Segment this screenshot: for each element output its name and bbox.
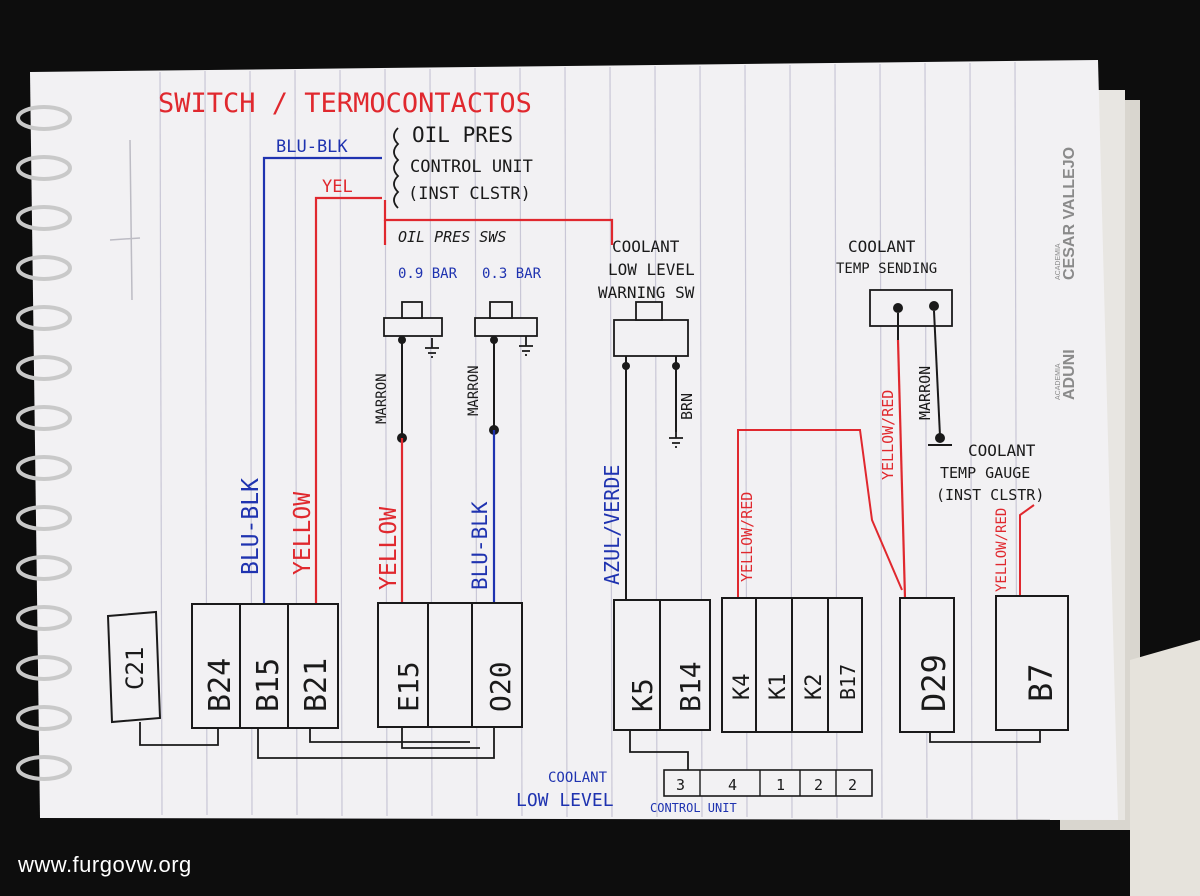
connector-b7: B7: [995, 595, 1069, 731]
spiral-ring: [16, 105, 72, 131]
connector-group-b: B24 B15 B21: [191, 603, 339, 729]
spiral-ring: [16, 205, 72, 231]
spiral-ring: [16, 455, 72, 481]
b17-label: B17: [836, 664, 860, 700]
pin-3: 3: [676, 776, 685, 794]
oil-cu-line-2: CONTROL UNIT: [410, 157, 533, 177]
connector-group-k: K5 B14: [613, 599, 711, 731]
spiral-ring: [16, 405, 72, 431]
yellow-red-label-2: YELLOW/RED: [738, 492, 756, 582]
cll-bottom-1: COOLANT: [548, 770, 608, 786]
ground-icon: [425, 338, 439, 358]
k4-label: K4: [730, 674, 755, 701]
azul-verde-label: AZUL/VERDE: [600, 465, 624, 585]
ground-icon: [519, 336, 533, 356]
blu-blk-vertical-2: BLU-BLK: [468, 501, 492, 590]
oil-sws-label: OIL PRES SWS: [398, 228, 506, 246]
wire-blu-blk: [262, 156, 382, 605]
connector-c21: C21: [106, 610, 162, 724]
oil-pres-bus: [383, 200, 614, 245]
title: SWITCH / TERMOCONTACTOS: [158, 88, 532, 119]
spiral-binding: [16, 105, 72, 781]
cts-label-1: COOLANT: [848, 237, 916, 256]
yellow-vertical-2: YELLOW: [376, 507, 402, 590]
oil-cu-line-1: OIL PRES: [412, 123, 513, 147]
ctg-label-3: (INST CLSTR): [936, 486, 1044, 504]
connector-group-e: E15 O20: [377, 602, 523, 728]
marron-label-1: MARRON: [374, 373, 390, 424]
blu-blk-vertical: BLU-BLK: [238, 478, 264, 575]
ctg-label-1: COOLANT: [968, 441, 1036, 460]
spiral-ring: [16, 505, 72, 531]
spiral-ring: [16, 255, 72, 281]
spiral-ring: [16, 755, 72, 781]
marron-label-3: MARRON: [916, 366, 934, 420]
coolant-level-switch: [613, 301, 689, 605]
brace: [393, 127, 400, 209]
b15-label: B15: [251, 658, 286, 712]
k2-label: K2: [802, 674, 827, 701]
spiral-ring: [16, 655, 72, 681]
label-yel: YEL: [322, 177, 353, 197]
label-blu-blk-top: BLU-BLK: [276, 137, 348, 157]
d29-label: D29: [915, 654, 953, 712]
wire-yellow: [314, 196, 382, 605]
wire-yellow-red-k4: [737, 429, 903, 598]
ctg-label-2: TEMP GAUGE: [940, 464, 1030, 482]
spiral-ring: [16, 555, 72, 581]
cll-control-unit: CONTROL UNIT: [650, 801, 737, 815]
cts-label-2: TEMP SENDING: [836, 261, 937, 277]
connector-group-k4: K4 K1 K2 B17: [721, 597, 863, 733]
b7-label: B7: [1022, 663, 1060, 702]
oil-switch-1: 0.9 BAR: [383, 266, 458, 605]
cll-label-2: LOW LEVEL: [608, 260, 695, 279]
yellow-red-label-1: YELLOW/RED: [879, 390, 897, 480]
spiral-ring: [16, 355, 72, 381]
oil-switch-2-rating: 0.3 BAR: [482, 266, 542, 282]
faint-marks: [109, 139, 141, 301]
wire-yellow-red-b7: [1019, 504, 1035, 598]
k1-label: K1: [766, 674, 791, 701]
e15-label: E15: [392, 661, 425, 712]
yellow-red-label-3: YELLOW/RED: [994, 508, 1010, 592]
pin-1: 1: [776, 776, 785, 794]
brand-name-top: CESAR VALLEJO: [1061, 147, 1078, 280]
oil-switch-1-rating: 0.9 BAR: [398, 266, 458, 282]
desk-object: [1130, 640, 1200, 896]
oil-cu-line-3: (INST CLSTR): [408, 184, 531, 204]
coolant-temp-sender: [869, 289, 953, 599]
cll-label-3: WARNING SW: [598, 283, 695, 302]
cll-label-1: COOLANT: [612, 237, 680, 256]
c21-label: C21: [121, 647, 149, 690]
spiral-ring: [16, 705, 72, 731]
brand-small-bottom: ACADEMIA: [1055, 363, 1062, 400]
brand-small-top: ACADEMIA: [1055, 243, 1062, 280]
notebook-brand: ACADEMIA ADUNI ACADEMIA CESAR VALLEJO: [1055, 147, 1078, 400]
ground-icon: [669, 432, 683, 448]
b21-label: B21: [299, 658, 334, 712]
bottom-interconnects: [139, 722, 1041, 770]
b24-label: B24: [203, 658, 238, 712]
oil-switch-2: 0.3 BAR: [474, 266, 542, 605]
yellow-vertical-1: YELLOW: [290, 492, 316, 575]
brand-name-bottom: ADUNI: [1061, 349, 1078, 400]
cll-bottom-2: LOW LEVEL: [516, 790, 614, 811]
site-watermark: www.furgovw.org: [18, 852, 192, 877]
pin-4: 4: [728, 776, 737, 794]
connector-d29: D29: [899, 597, 955, 733]
spiral-ring: [16, 155, 72, 181]
spiral-ring: [16, 605, 72, 631]
coolant-level-control-unit: 3 4 1 2 2: [663, 769, 873, 797]
k5-label: K5: [626, 678, 659, 712]
pin-2b: 2: [848, 776, 857, 794]
oil-pres-wiring: [262, 156, 614, 605]
pin-2a: 2: [814, 776, 823, 794]
marron-label-2: MARRON: [466, 365, 482, 416]
b14-label: B14: [674, 661, 707, 712]
spiral-ring: [16, 305, 72, 331]
brn-label: BRN: [678, 393, 696, 420]
o20-label: O20: [484, 661, 517, 712]
